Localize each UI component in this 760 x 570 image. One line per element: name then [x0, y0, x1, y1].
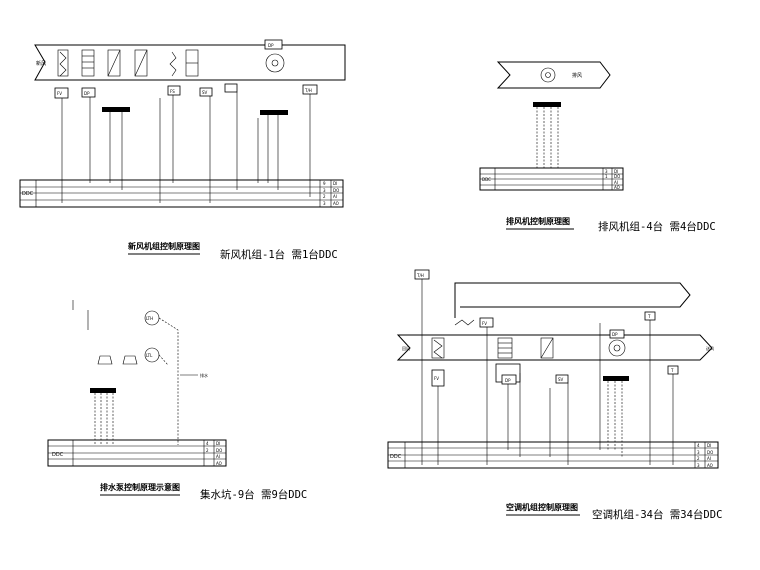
svg-text:2: 2 — [697, 456, 700, 461]
svg-text:3: 3 — [697, 463, 700, 468]
svg-text:DO: DO — [707, 450, 713, 455]
svg-text:SV: SV — [558, 377, 564, 382]
ahu-filter-symbol — [431, 337, 445, 359]
svg-text:回风: 回风 — [402, 346, 410, 351]
svg-text:FV: FV — [57, 91, 62, 96]
ahu-section-symbol — [540, 337, 554, 359]
svg-text:T/H: T/H — [304, 88, 312, 93]
fan-starter-bar — [260, 110, 288, 115]
fresh-air-ddc-table — [19, 179, 344, 208]
exhaust-diagram: 排风 DDC 3 DI 1 DO AI AO 排风机控制原理图 排风机组-4台 需4… — [479, 61, 716, 233]
svg-text:DDC: DDC — [482, 177, 491, 182]
svg-text:DP: DP — [268, 43, 274, 48]
svg-text:DP: DP — [505, 378, 511, 383]
svg-text:DO: DO — [333, 188, 339, 193]
ahu-note: 空调机组-34台 需34台DDC — [592, 508, 722, 521]
svg-text:DP: DP — [612, 332, 618, 337]
svg-text:DP: DP — [84, 91, 90, 96]
svg-text:T/H: T/H — [416, 273, 424, 278]
svg-text:4: 4 — [206, 441, 209, 446]
svg-text:排风: 排风 — [572, 72, 582, 79]
sump-caption: 排水泵控制原理示意图 — [100, 482, 180, 492]
exhaust-starter-bar — [533, 102, 561, 107]
filter-symbol — [57, 49, 69, 77]
pump-1-symbol — [97, 355, 113, 365]
fresh-air-duct — [34, 44, 346, 81]
ahu-dp-box — [501, 374, 517, 385]
svg-text:1: 1 — [605, 174, 608, 179]
svg-text:FV: FV — [482, 321, 487, 326]
fresh-air-caption: 新风机组控制原理图 — [128, 241, 200, 251]
svg-text:AI: AI — [707, 456, 711, 461]
svg-text:DO: DO — [216, 448, 222, 453]
svg-text:DDC: DDC — [22, 191, 34, 197]
svg-text:DDC: DDC — [390, 454, 402, 460]
svg-text:AO: AO — [614, 185, 620, 190]
pump-starter-bar — [90, 388, 116, 393]
svg-text:4: 4 — [697, 443, 700, 448]
svg-text:3: 3 — [697, 450, 700, 455]
ahu-fv2-box — [479, 317, 494, 328]
svg-text:DI: DI — [614, 169, 618, 174]
coarse-filter-symbol — [81, 49, 95, 77]
exhaust-note: 排风机组-4台 需4台DDC — [598, 220, 716, 233]
svg-text:AI: AI — [614, 180, 618, 185]
svg-text:T: T — [647, 314, 651, 319]
valve-actuator-bar — [102, 107, 130, 112]
fresh-air-inlet-label: 新风 — [36, 60, 46, 67]
svg-text:LTL: LTL — [146, 353, 153, 358]
svg-text:排水: 排水 — [200, 372, 208, 378]
return-air-duct — [454, 282, 691, 318]
svg-text:AO: AO — [216, 461, 222, 466]
supply-duct — [396, 334, 713, 361]
humidifier-symbol — [169, 51, 177, 77]
fresh-air-diagram: 新风 DP T/H FV DP FS SV — [19, 39, 346, 261]
ahu-diagram: T/H FV 回风 送风 DP T T FV DP SV — [387, 269, 722, 521]
heating-coil-symbol — [107, 49, 121, 77]
supply-fan-symbol — [265, 53, 285, 73]
svg-text:FV: FV — [434, 376, 439, 381]
svg-text:3: 3 — [605, 169, 608, 174]
ahu-fan-symbol — [608, 339, 626, 357]
ahu-fan-dp-box — [609, 329, 625, 339]
svg-text:3: 3 — [323, 201, 326, 206]
svg-text:DI: DI — [333, 181, 337, 186]
ahu-sv-box — [555, 374, 569, 384]
svg-text:DI: DI — [707, 443, 711, 448]
dp-box — [81, 87, 96, 98]
ahu-starter-bar — [603, 376, 629, 381]
damper-symbol — [454, 319, 475, 326]
svg-text:DO: DO — [614, 174, 620, 179]
svg-text:AI: AI — [333, 194, 337, 199]
svg-text:2: 2 — [323, 194, 326, 199]
svg-text:3: 3 — [323, 188, 326, 193]
svg-text:LTH: LTH — [146, 316, 153, 321]
fv-box — [54, 87, 69, 99]
svg-text:AO: AO — [333, 201, 339, 206]
ahu-caption: 空调机组控制原理图 — [506, 502, 578, 512]
svg-text:2: 2 — [206, 448, 209, 453]
sump-note: 集水坑-9台 需9台DDC — [200, 488, 307, 501]
svg-text:AI: AI — [216, 454, 220, 459]
svg-text:T: T — [670, 368, 674, 373]
cooling-coil-symbol — [134, 49, 148, 77]
svg-text:9: 9 — [323, 181, 326, 186]
svg-text:FS: FS — [170, 89, 175, 94]
svg-text:DDC: DDC — [52, 452, 64, 458]
svg-text:SV: SV — [202, 90, 208, 95]
svg-text:AO: AO — [707, 463, 713, 468]
sv-box — [199, 87, 213, 97]
exhaust-caption: 排风机控制原理图 — [506, 216, 570, 226]
fs-box — [167, 85, 181, 96]
exhaust-fan-symbol — [540, 67, 556, 83]
pump-2-symbol — [122, 355, 138, 365]
exhaust-duct — [496, 61, 611, 89]
svg-text:送风: 送风 — [706, 345, 714, 351]
fresh-air-note: 新风机组-1台 需1台DDC — [220, 248, 338, 261]
svg-text:DI: DI — [216, 441, 220, 446]
fan-dp-box — [264, 39, 283, 50]
